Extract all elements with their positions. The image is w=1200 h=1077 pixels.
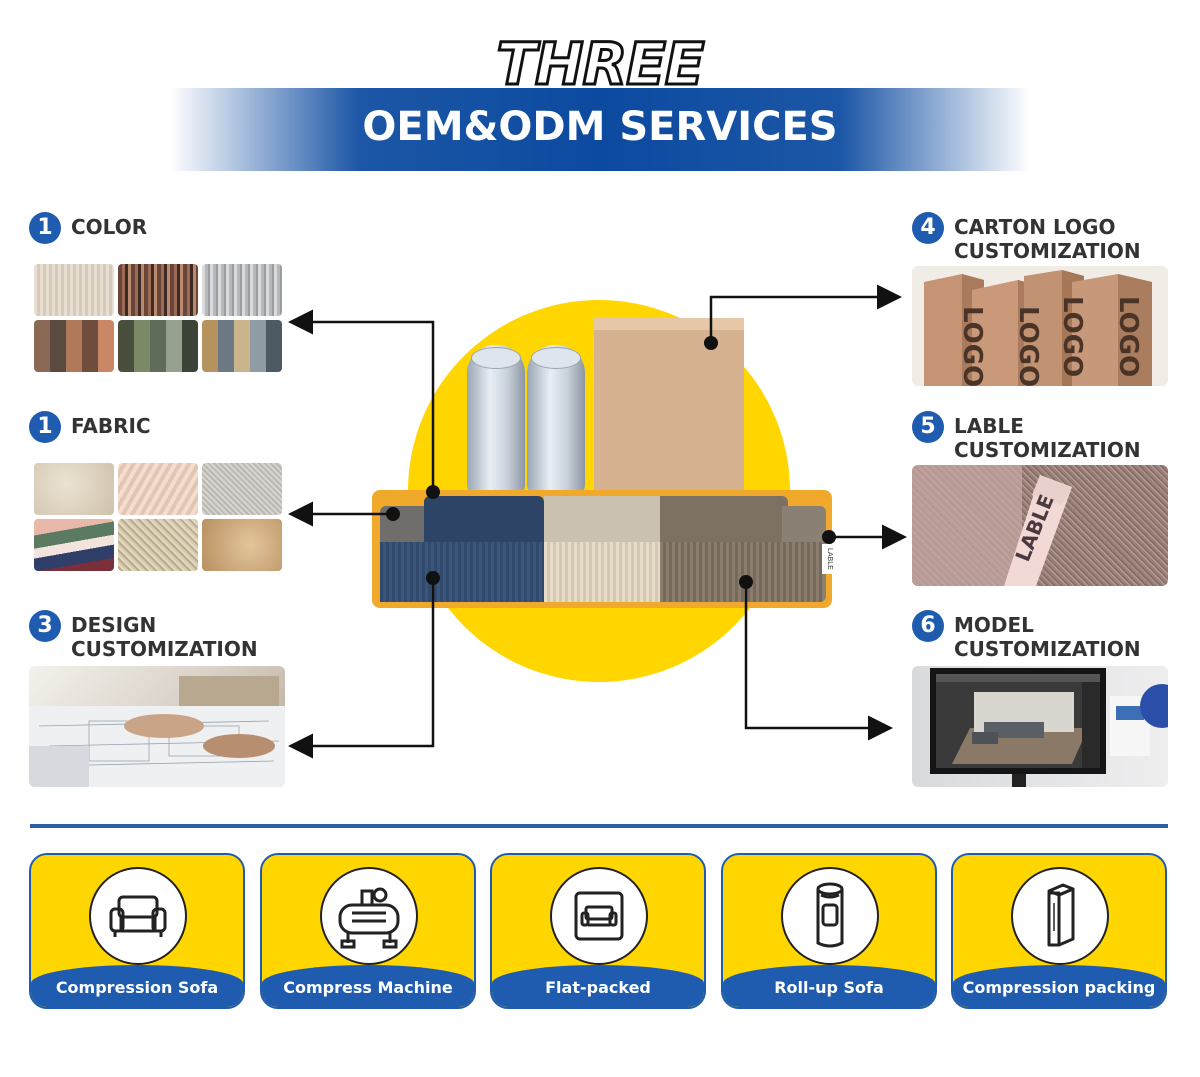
swatch-grey-boucle xyxy=(202,463,282,515)
step-number-badge: 4 xyxy=(912,212,944,244)
compress-machine-icon xyxy=(320,867,418,965)
armchair-icon xyxy=(89,867,187,965)
section-model-label: 6 MODEL CUSTOMIZATION xyxy=(912,610,1141,661)
blueprint-illustration xyxy=(29,676,285,787)
lable-photo: LABLE xyxy=(912,465,1168,586)
center-sofa xyxy=(372,490,832,608)
card-footer xyxy=(953,965,1165,1007)
section-carton-label: 4 CARTON LOGO CUSTOMIZATION xyxy=(912,212,1141,263)
cartons-illustration: LOGO LOGO LOGO LOGO xyxy=(924,270,1152,386)
card-footer xyxy=(31,965,243,1007)
rolled-sofa-left xyxy=(467,345,525,495)
swatch-colored-stack xyxy=(34,519,114,571)
logo-text: LOGO xyxy=(1013,306,1043,386)
step-number-badge: 5 xyxy=(912,411,944,443)
section-title: CARTON LOGO CUSTOMIZATION xyxy=(954,215,1141,263)
section-title: FABRIC xyxy=(71,414,151,438)
fabric-tag-illustration: LABLE xyxy=(912,465,1072,586)
rolled-sofa-right xyxy=(527,345,585,495)
swatch-cream xyxy=(34,264,114,316)
carton-box xyxy=(594,330,744,495)
section-color-label: 1 COLOR xyxy=(29,212,147,244)
roll-up-sofa-icon xyxy=(781,867,879,965)
card-label: Compression Sofa xyxy=(55,978,219,997)
swatch-brown-stripes xyxy=(118,264,198,316)
card-compression-sofa: Compression Sofa xyxy=(29,853,245,1009)
card-flat-packed: Flat-packed xyxy=(490,853,706,1009)
page-title: OEM&ODM SERVICES xyxy=(362,104,838,150)
sofa-back-blue xyxy=(424,496,544,542)
card-footer xyxy=(262,965,474,1007)
section-title: LABLE CUSTOMIZATION xyxy=(954,414,1141,462)
design-photo xyxy=(29,666,285,787)
card-compression-packing: Compression packing xyxy=(951,853,1167,1009)
card-label: Compress Machine xyxy=(283,978,453,997)
sofa-back-cream xyxy=(544,496,660,542)
packing-box-icon xyxy=(1011,867,1109,965)
color-swatch-grid xyxy=(34,264,282,372)
title-banner: OEM&ODM SERVICES xyxy=(170,88,1030,171)
logo-text: LOGO xyxy=(1113,296,1143,377)
sofa-seat-cream xyxy=(544,542,660,602)
card-roll-up-sofa: Roll-up Sofa xyxy=(721,853,937,1009)
card-label: Compression packing xyxy=(962,978,1156,997)
card-compress-machine: Compress Machine xyxy=(260,853,476,1009)
card-footer xyxy=(723,965,935,1007)
swatch-mixed-rolls xyxy=(202,320,282,372)
flat-pack-box-icon xyxy=(550,867,648,965)
section-fabric-label: 1 FABRIC xyxy=(29,411,151,443)
swatch-multi-rolls xyxy=(34,320,114,372)
section-title: COLOR xyxy=(71,215,148,239)
monitor-illustration xyxy=(930,668,1168,787)
section-title: MODEL CUSTOMIZATION xyxy=(954,613,1141,661)
card-label: Roll-up Sofa xyxy=(774,978,884,997)
step-number-badge: 1 xyxy=(29,411,61,443)
title-three: THREE xyxy=(495,30,706,98)
model-photo xyxy=(912,666,1168,787)
sofa-lable-tag: LABLE xyxy=(822,544,836,574)
swatch-tweed xyxy=(118,519,198,571)
step-number-badge: 6 xyxy=(912,610,944,642)
section-divider xyxy=(30,824,1168,828)
sofa-back-taupe xyxy=(660,496,788,542)
step-number-badge: 3 xyxy=(29,610,61,642)
card-footer xyxy=(492,965,704,1007)
swatch-green-rolls xyxy=(118,320,198,372)
sofa-seat-taupe xyxy=(660,542,822,602)
section-design-label: 3 DESIGN CUSTOMIZATION xyxy=(29,610,258,661)
carton-photo: LOGO LOGO LOGO LOGO xyxy=(912,266,1168,386)
fabric-swatch-grid xyxy=(34,463,282,571)
swatch-corduroy-pink xyxy=(118,463,198,515)
logo-text: LOGO xyxy=(1057,296,1087,377)
card-label: Flat-packed xyxy=(545,978,651,997)
swatch-beige-velvet xyxy=(34,463,114,515)
step-number-badge: 1 xyxy=(29,212,61,244)
section-lable-label: 5 LABLE CUSTOMIZATION xyxy=(912,411,1141,462)
section-title: DESIGN CUSTOMIZATION xyxy=(71,613,258,661)
logo-text: LOGO xyxy=(957,306,987,386)
sofa-seat-blue xyxy=(380,542,544,602)
swatch-tan-velvet xyxy=(202,519,282,571)
swatch-grey xyxy=(202,264,282,316)
